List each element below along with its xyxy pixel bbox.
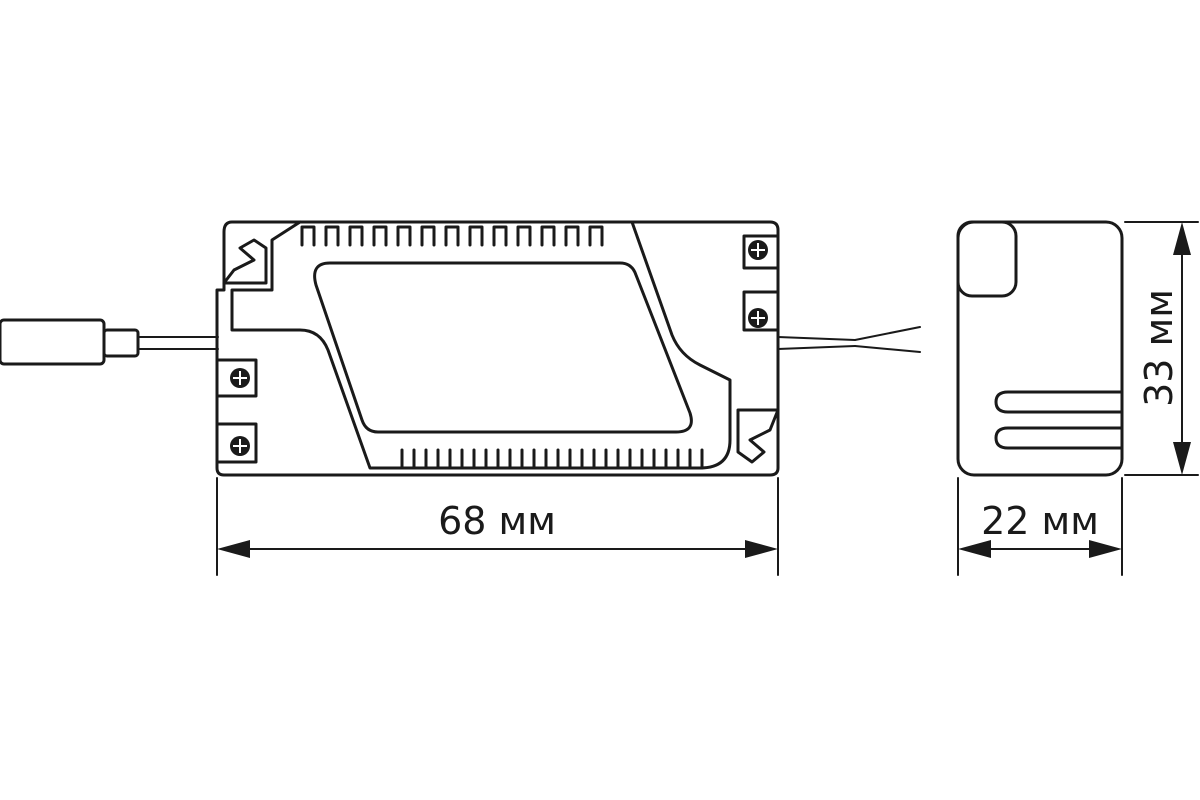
arrow-up-icon	[1173, 222, 1191, 255]
right-bottom-mount-slot	[736, 408, 780, 464]
arrow-left-icon	[217, 540, 250, 558]
front-top-fins	[300, 225, 604, 247]
dc-plug-cable	[0, 318, 219, 366]
housing-ridge	[230, 220, 732, 470]
screw-icon	[230, 436, 250, 456]
length-dimension: 68 мм	[216, 477, 779, 576]
width-dimension: 22 мм	[957, 477, 1123, 576]
height-dimension: 33 мм	[1124, 221, 1199, 476]
label-window	[313, 261, 693, 434]
output-wire-bottom	[777, 345, 856, 350]
screw-icon	[748, 308, 768, 328]
arrow-down-icon	[1173, 442, 1191, 475]
side-fins	[994, 390, 1124, 450]
length-label: 68 мм	[438, 499, 556, 543]
output-wire-split-a	[854, 326, 921, 341]
screw-icon	[230, 368, 250, 388]
output-wire-split-b	[854, 345, 921, 353]
dc-plug-neck	[102, 328, 140, 358]
arrow-right-icon	[1089, 540, 1122, 558]
height-label: 33 мм	[1137, 289, 1181, 407]
output-wires	[777, 326, 921, 353]
front-bottom-fins	[400, 448, 704, 470]
right-screw-bosses	[742, 234, 780, 332]
driver-front-view	[215, 220, 780, 477]
screw-icon	[748, 240, 768, 260]
side-corner-pad	[956, 220, 1018, 298]
side-outline	[956, 220, 1124, 477]
output-wire-top	[777, 336, 856, 341]
arrow-left-icon	[958, 540, 991, 558]
left-screw-bosses	[215, 358, 258, 464]
left-top-mount-slot	[222, 238, 268, 285]
width-label: 22 мм	[981, 499, 1099, 543]
driver-side-view	[956, 220, 1124, 477]
dc-plug-body	[0, 318, 106, 366]
housing-outline	[215, 220, 780, 477]
arrow-right-icon	[745, 540, 778, 558]
